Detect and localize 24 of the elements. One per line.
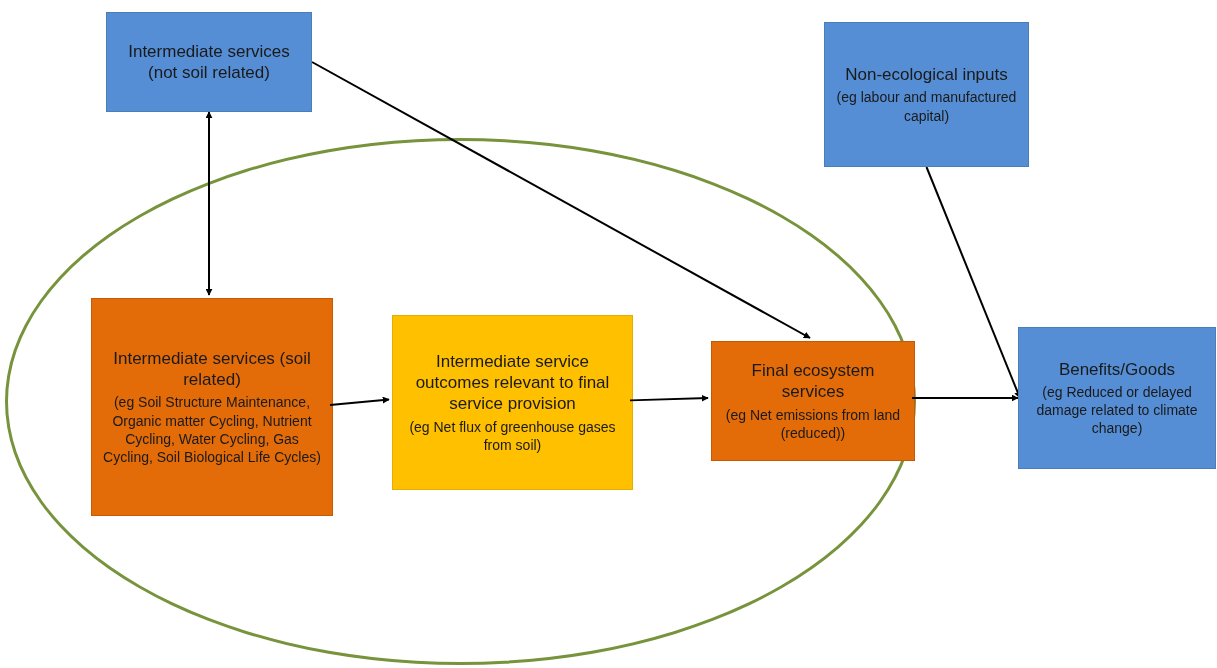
box-example-text: (eg Net flux of greenhouse gases from soil) xyxy=(408,417,617,455)
box-heading: Final ecosystem services xyxy=(750,360,876,403)
box-example-text: (eg Net emissions from land (reduced)) xyxy=(724,405,902,442)
box-example-text: (eg labour and manufactured capital) xyxy=(835,88,1018,125)
box-heading: Intermediate services (soil related) xyxy=(112,347,312,391)
arrow xyxy=(911,394,1019,402)
ellipse-region xyxy=(5,138,916,665)
service-box xyxy=(711,341,915,461)
box-heading: Benefits/Goods xyxy=(1058,358,1176,380)
box-example-text: (eg Soil Structure Maintenance, Organic matter Cycling, Nutrient Cycling, Water Cycling, Gas Cycling, Soil Biological Life Cycles) xyxy=(102,393,322,467)
outcome-box xyxy=(392,315,633,490)
arrow xyxy=(329,396,390,407)
arrow xyxy=(311,61,811,339)
box-heading: Intermediate services (not soil related) xyxy=(127,40,291,84)
service-box xyxy=(1018,327,1216,469)
arrow xyxy=(925,166,1021,399)
service-box xyxy=(91,298,333,516)
arrow xyxy=(205,111,213,296)
box-example-text: (eg Reduced or delayed damage related to climate change) xyxy=(1035,382,1199,438)
service-box xyxy=(824,22,1029,167)
box-heading: Intermediate service outcomes relevant to final service provision xyxy=(414,350,611,415)
arrow xyxy=(629,394,709,402)
service-box xyxy=(106,12,312,112)
box-heading: Non-ecological inputs xyxy=(845,64,1008,86)
